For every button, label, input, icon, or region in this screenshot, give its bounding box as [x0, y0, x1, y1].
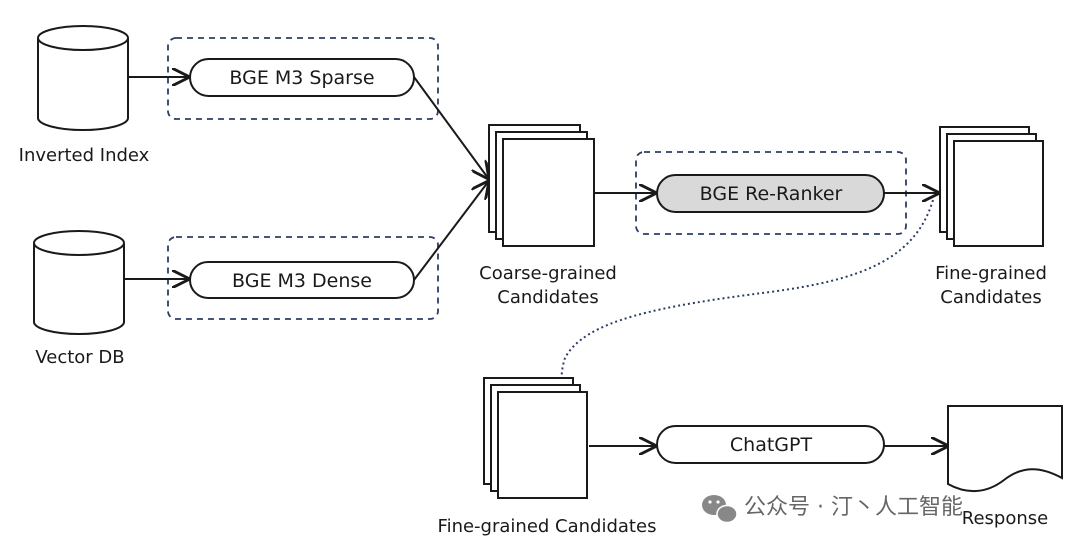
- fine-candidates-label-line2: Candidates: [940, 287, 1041, 308]
- response-label: Response: [962, 508, 1048, 529]
- inverted-index-cylinder-icon: [37, 25, 129, 131]
- dense-dashed-box: [167, 236, 439, 320]
- arrow-sparse-to-coarse: [413, 76, 488, 178]
- vector-db-label: Vector DB: [35, 347, 124, 368]
- bge-m3-sparse-node[interactable]: BGE M3 Sparse: [189, 58, 415, 97]
- fine-candidates-bottom-stack-icon: [483, 377, 588, 499]
- bge-m3-dense-label: BGE M3 Dense: [232, 270, 372, 292]
- watermark-text: 公众号 · 汀丶人工智能: [744, 495, 963, 520]
- fine-candidates-bottom-label: Fine-grained Candidates: [438, 516, 657, 537]
- chatgpt-label: ChatGPT: [730, 434, 813, 456]
- coarse-candidates-label-line1: Coarse-grained: [479, 263, 617, 284]
- chatgpt-node[interactable]: ChatGPT: [656, 425, 885, 464]
- bge-m3-dense-node[interactable]: BGE M3 Dense: [189, 261, 415, 299]
- arrow-dense-to-coarse: [413, 182, 488, 281]
- bge-reranker-node[interactable]: BGE Re-Ranker: [656, 174, 885, 213]
- coarse-candidates-stack-icon: [488, 124, 595, 247]
- vector-db-cylinder-icon: [33, 230, 125, 335]
- bge-m3-sparse-label: BGE M3 Sparse: [229, 67, 374, 89]
- fine-candidates-label-line1: Fine-grained: [935, 263, 1047, 284]
- dotted-arrow-fine-to-bottom: [561, 199, 934, 406]
- coarse-candidates-label-line2: Candidates: [497, 287, 598, 308]
- bge-reranker-label: BGE Re-Ranker: [700, 183, 843, 205]
- sparse-dashed-box: [167, 37, 439, 120]
- response-document-icon: [947, 405, 1063, 492]
- inverted-index-label: Inverted Index: [19, 145, 150, 166]
- wechat-logo-icon: [702, 495, 738, 524]
- wechat-watermark: 公众号 · 汀丶人工智能: [702, 495, 963, 524]
- fine-candidates-stack-icon: [939, 126, 1044, 247]
